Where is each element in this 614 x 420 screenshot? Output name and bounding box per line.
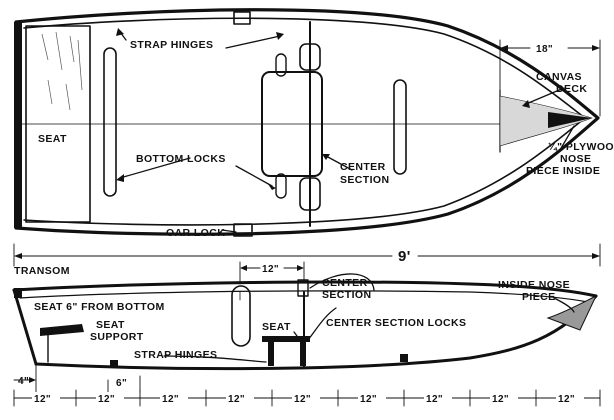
label-side-strap-hinges: STRAP HINGES [134, 349, 217, 361]
strap-hinge-1 [110, 360, 118, 368]
hinge-knuckle-lower [275, 173, 287, 199]
label-nose: NOSE [560, 153, 591, 165]
label-section: SECTION [340, 174, 389, 186]
transom-cap [14, 288, 22, 298]
label-side-section: SECTION [322, 289, 371, 301]
dimension-transom-height: 4" [13, 363, 37, 393]
nose-piece-side [546, 294, 598, 331]
bottom-lock-bar-right [393, 79, 407, 175]
dim-frame-1: 12" [34, 394, 51, 405]
transom-board [14, 22, 22, 228]
gunwale-line [12, 280, 598, 298]
strap-hinge-2 [400, 354, 408, 362]
plan-view: STRAP HINGES CANVAS DECK SEAT BOTTOM LOC… [13, 8, 614, 277]
side-view: SEAT 6" FROM BOTTOM SEAT SUPPORT CENTER … [12, 261, 601, 407]
dim-frame-6: 12" [360, 394, 377, 405]
label-piece-inside: PIECE INSIDE [526, 165, 600, 177]
canvas-deck [499, 89, 593, 153]
label-seat-support-2: SUPPORT [90, 331, 144, 343]
dim-frame-4: 12" [228, 394, 245, 405]
frame-spacing-labels: 12" 12" 12" 12" 12" 12" 12" 12" 12" [32, 392, 584, 405]
label-inside-nose-piece: PIECE [522, 291, 556, 303]
dim-frame-2: 12" [98, 394, 115, 405]
hull-outline-top [14, 8, 600, 236]
oar-lock-bottom [233, 223, 253, 237]
seat-wood-grain [41, 31, 83, 111]
dimension-center-width: 12" [239, 261, 305, 285]
label-strap-hinges: STRAP HINGES [130, 39, 213, 51]
label-seat: SEAT [38, 133, 67, 145]
seat-panel [25, 25, 91, 223]
dim-frame-7: 12" [426, 394, 443, 405]
dim-hinge-spacing: 6" [116, 378, 127, 389]
label-bottom-locks: BOTTOM LOCKS [136, 153, 226, 165]
label-seat-support-1: SEAT [96, 319, 125, 331]
label-center-locks: CENTER SECTION LOCKS [326, 317, 466, 329]
dim-frame-3: 12" [162, 394, 179, 405]
label-plywood: ¼" PLYWOOD [548, 141, 614, 153]
hull-inner-side [19, 290, 589, 303]
dim-frame-9: 12" [558, 394, 575, 405]
keel-line [34, 294, 598, 371]
label-center: CENTER [340, 161, 386, 173]
leader-lines-top [119, 31, 575, 233]
label-transom: TRANSOM [14, 265, 70, 277]
leader-lines-side [163, 273, 575, 363]
label-side-seat: SEAT [262, 321, 291, 333]
oar-lock-top [233, 11, 251, 25]
dim-center-width: 12" [262, 264, 279, 275]
arrowheads-top [116, 28, 530, 190]
dim-frame-8: 12" [492, 394, 509, 405]
dim-frame-5: 12" [294, 394, 311, 405]
label-deck: DECK [556, 83, 587, 95]
center-section-box [261, 71, 323, 177]
dim-overall-length: 9' [398, 248, 411, 265]
dimension-overall: 9' [13, 243, 601, 267]
label-seat-height: SEAT 6" FROM BOTTOM [34, 301, 165, 313]
center-seat-leg-right [300, 342, 306, 366]
seat-side [40, 324, 84, 336]
label-oar-lock: OAR LOCK [166, 227, 225, 239]
dimension-hinge-spacing: 6" [107, 375, 141, 393]
dimension-18in: 18" [499, 39, 601, 117]
center-panel-side [231, 285, 251, 347]
label-inside-nose: INSIDE NOSE [498, 279, 570, 291]
hinge-knuckle-upper [275, 53, 287, 77]
bottom-lock-bar-left [103, 47, 117, 197]
dim-deck-length: 18" [536, 44, 553, 55]
center-seat-leg-left [268, 342, 274, 366]
label-side-center: CENTER [322, 277, 368, 289]
center-seat-top [262, 336, 310, 342]
dim-transom-height: 4" [18, 376, 29, 387]
transom-side [12, 288, 38, 366]
label-canvas: CANVAS [536, 71, 582, 83]
